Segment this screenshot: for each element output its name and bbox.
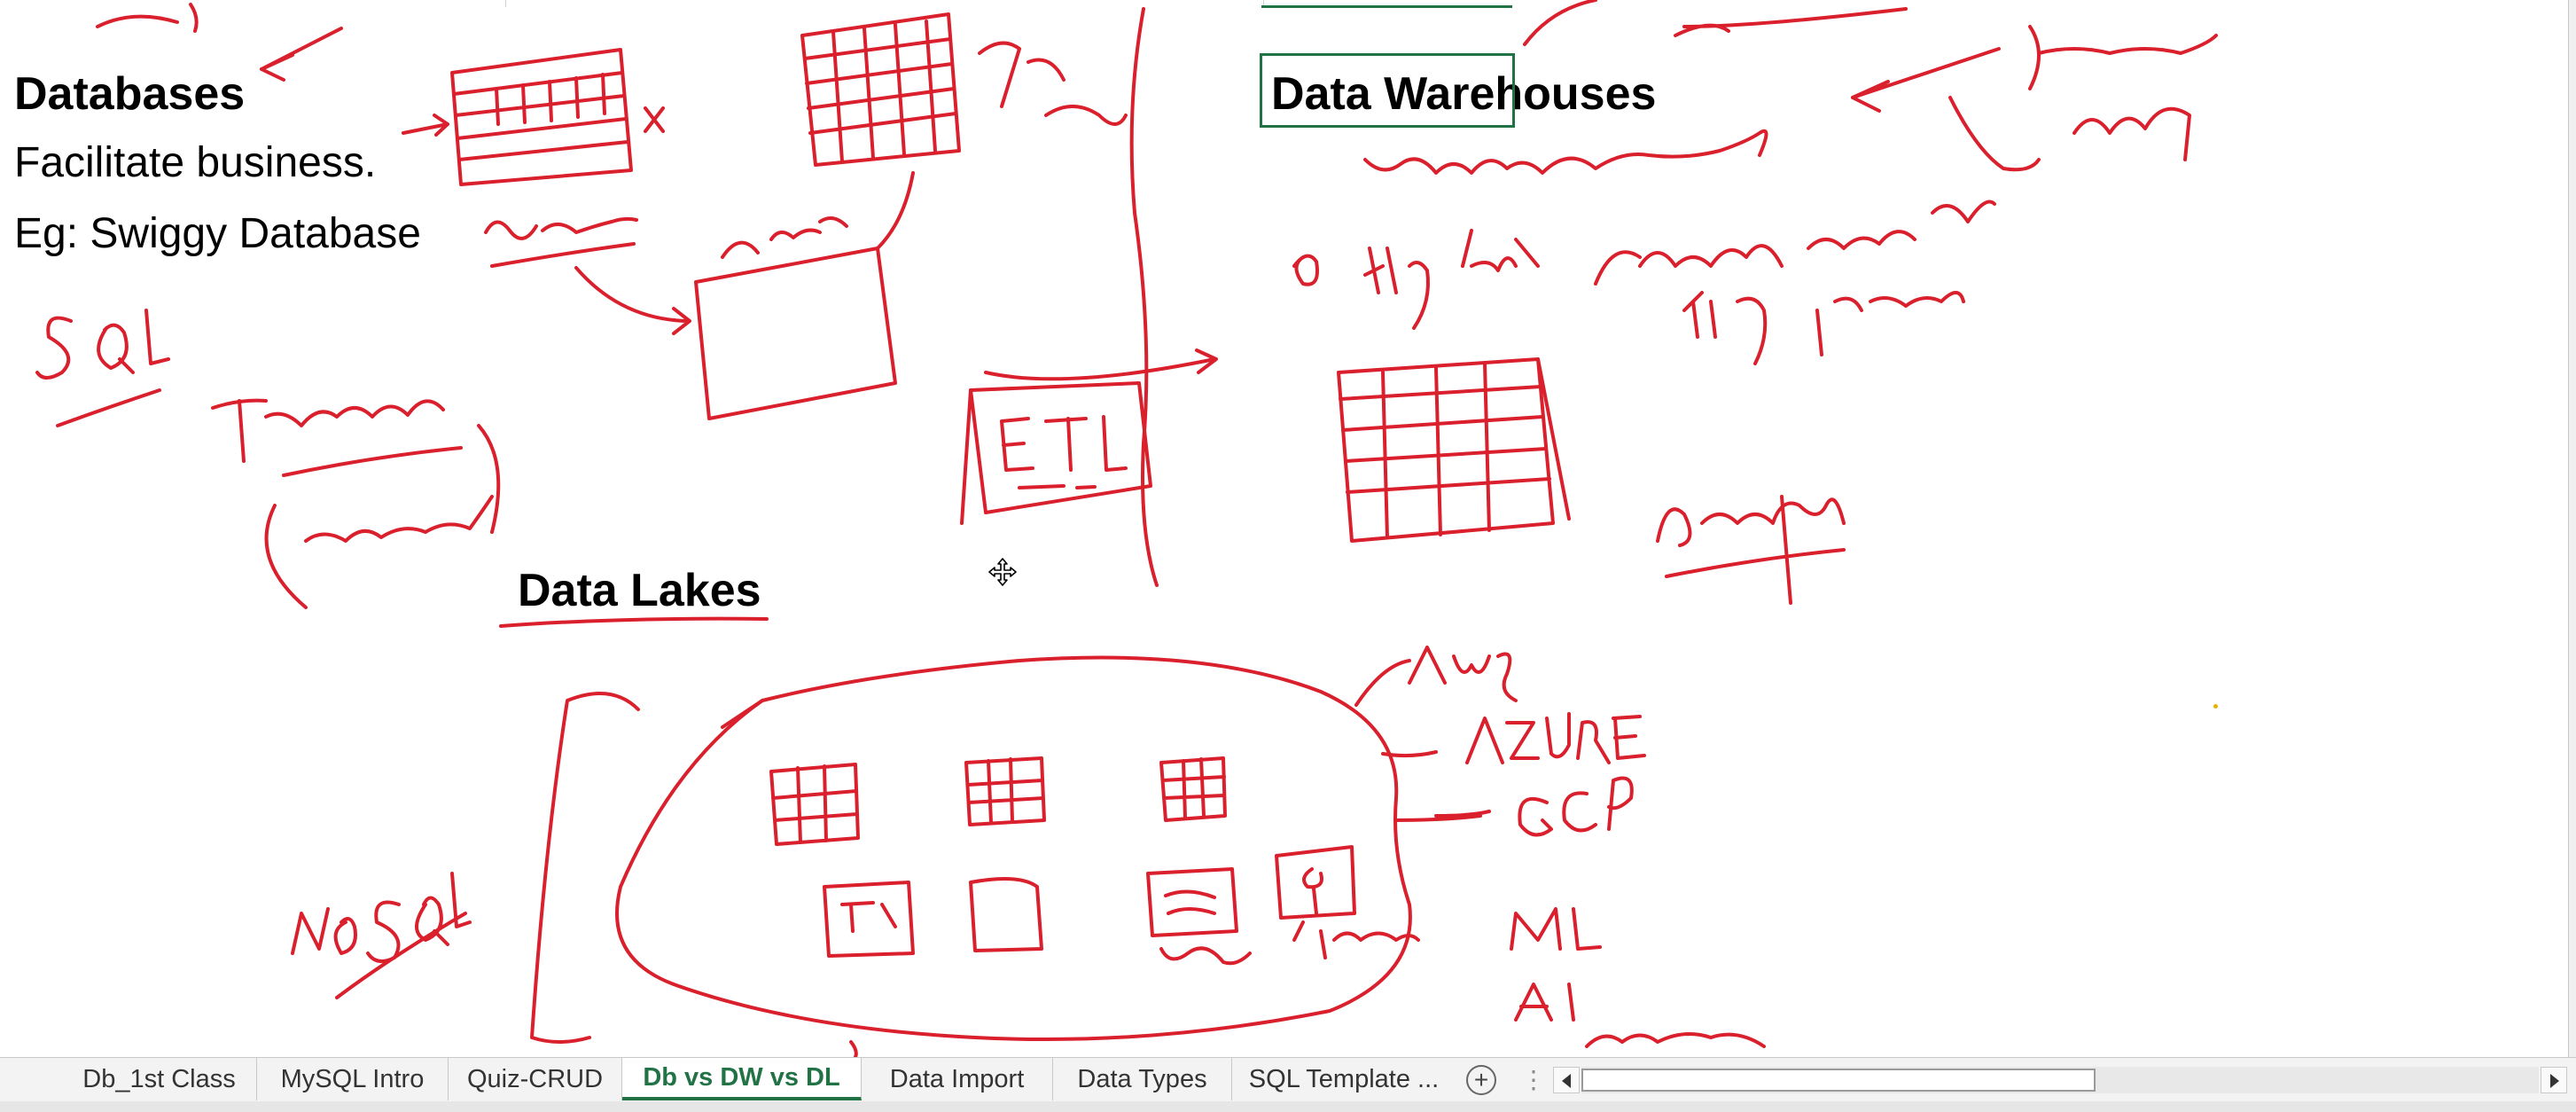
- scroll-right-button[interactable]: [2541, 1067, 2567, 1093]
- plus-icon: +: [1473, 1066, 1489, 1093]
- chevron-left-icon: [1562, 1074, 1571, 1088]
- column-header-highlight: [1261, 0, 1512, 8]
- more-options-icon[interactable]: ⋮: [1521, 1066, 1546, 1093]
- column-gridline: [1263, 0, 1264, 7]
- tab-db-1st-class[interactable]: Db_1st Class: [62, 1058, 257, 1100]
- scroll-left-button[interactable]: [1553, 1067, 1580, 1093]
- example-text: Eg: Swiggy Database: [14, 210, 421, 257]
- status-bar: [0, 1101, 2576, 1112]
- vertical-scroll-divider: [2568, 0, 2569, 1057]
- tab-mysql-intro[interactable]: MySQL Intro: [257, 1058, 449, 1100]
- active-cell-selection[interactable]: [1260, 53, 1515, 128]
- databases-heading: Databases: [14, 68, 246, 120]
- horizontal-scrollbar-thumb[interactable]: [1581, 1069, 2096, 1092]
- tab-db-vs-dw-vs-dl[interactable]: Db vs DW vs DL: [622, 1058, 862, 1100]
- chevron-right-icon: [2550, 1074, 2559, 1088]
- handwritten-ink-layer: [35, 0, 2218, 1057]
- add-sheet-button[interactable]: +: [1466, 1065, 1496, 1095]
- data-warehouses-heading: Data Warehouses: [1271, 68, 1657, 120]
- move-cursor-icon: [988, 558, 1017, 586]
- horizontal-scrollbar-track[interactable]: [1581, 1067, 2539, 1093]
- column-gridline: [505, 0, 506, 7]
- tab-sql-template[interactable]: SQL Template ...: [1248, 1064, 1440, 1093]
- tab-data-types[interactable]: Data Types: [1053, 1058, 1232, 1100]
- ink-dot: [2213, 704, 2218, 709]
- sheet-tab-bar: Db_1st Class MySQL Intro Quiz-CRUD Db vs…: [0, 1057, 2576, 1101]
- tab-data-import[interactable]: Data Import: [862, 1058, 1053, 1100]
- vertical-scrollbar[interactable]: [2569, 0, 2576, 1057]
- worksheet-canvas[interactable]: Databases Facilitate business. Eg: Swigg…: [0, 0, 2576, 1057]
- facilitate-text: Facilitate business.: [14, 139, 377, 186]
- data-lakes-heading: Data Lakes: [518, 565, 761, 616]
- tab-quiz-crud[interactable]: Quiz-CRUD: [449, 1058, 622, 1100]
